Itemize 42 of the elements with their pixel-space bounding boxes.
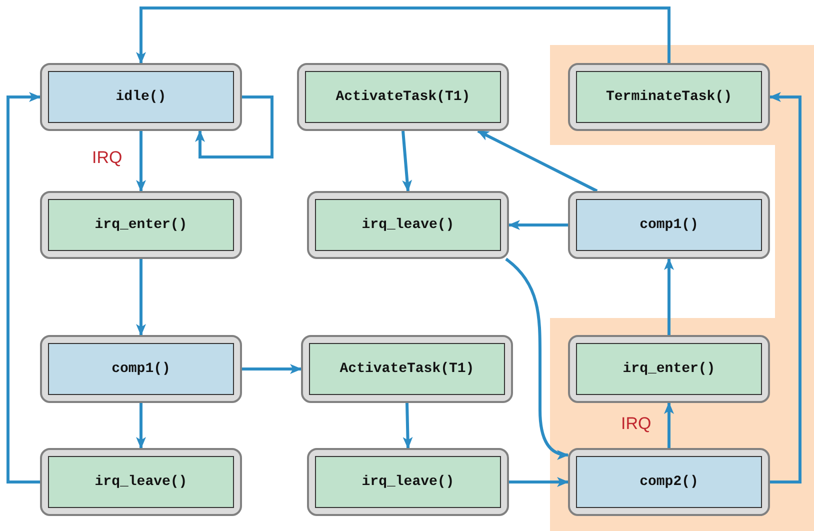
arrow	[195, 96, 274, 158]
edge-label: IRQ	[621, 415, 652, 432]
process-box	[40, 191, 242, 259]
arrow	[508, 220, 568, 230]
process-box	[568, 448, 770, 516]
process-box	[40, 63, 242, 131]
arrow	[769, 92, 802, 484]
arrow	[477, 130, 598, 192]
function-name: irq_enter()	[622, 360, 716, 378]
edge-label: IRQ	[92, 149, 122, 166]
arrow	[509, 477, 569, 487]
arrow	[136, 259, 146, 336]
process-box	[568, 335, 770, 403]
function-name: ActivateTask(T1)	[340, 360, 474, 378]
function-name: comp2()	[640, 472, 698, 492]
function-name: irq_enter()	[94, 216, 188, 234]
process-box	[40, 335, 242, 403]
function-name: idle()	[116, 88, 166, 106]
arrow	[664, 258, 674, 335]
function-name: irq_leave()	[362, 472, 454, 492]
arrow	[505, 258, 569, 460]
function-name: comp1()	[112, 360, 170, 378]
function-name: irq_leave()	[362, 216, 454, 234]
process-box	[40, 448, 242, 516]
process-box	[568, 63, 770, 131]
process-box	[307, 191, 509, 259]
arrow	[136, 6, 670, 64]
arrow	[402, 130, 412, 192]
arrow	[136, 403, 146, 449]
function-name: ActivateTask(T1)	[336, 88, 470, 106]
process-box	[301, 335, 513, 403]
function-name: comp1()	[640, 216, 698, 234]
arrow	[6, 92, 41, 484]
process-box	[307, 448, 509, 516]
arrow	[136, 131, 146, 192]
process-box	[568, 191, 770, 259]
arrow	[664, 402, 674, 448]
function-name: irq_leave()	[94, 472, 188, 492]
process-box	[297, 63, 509, 131]
arrow	[402, 402, 413, 449]
function-name: TerminateTask()	[606, 88, 732, 106]
arrow	[242, 364, 302, 374]
